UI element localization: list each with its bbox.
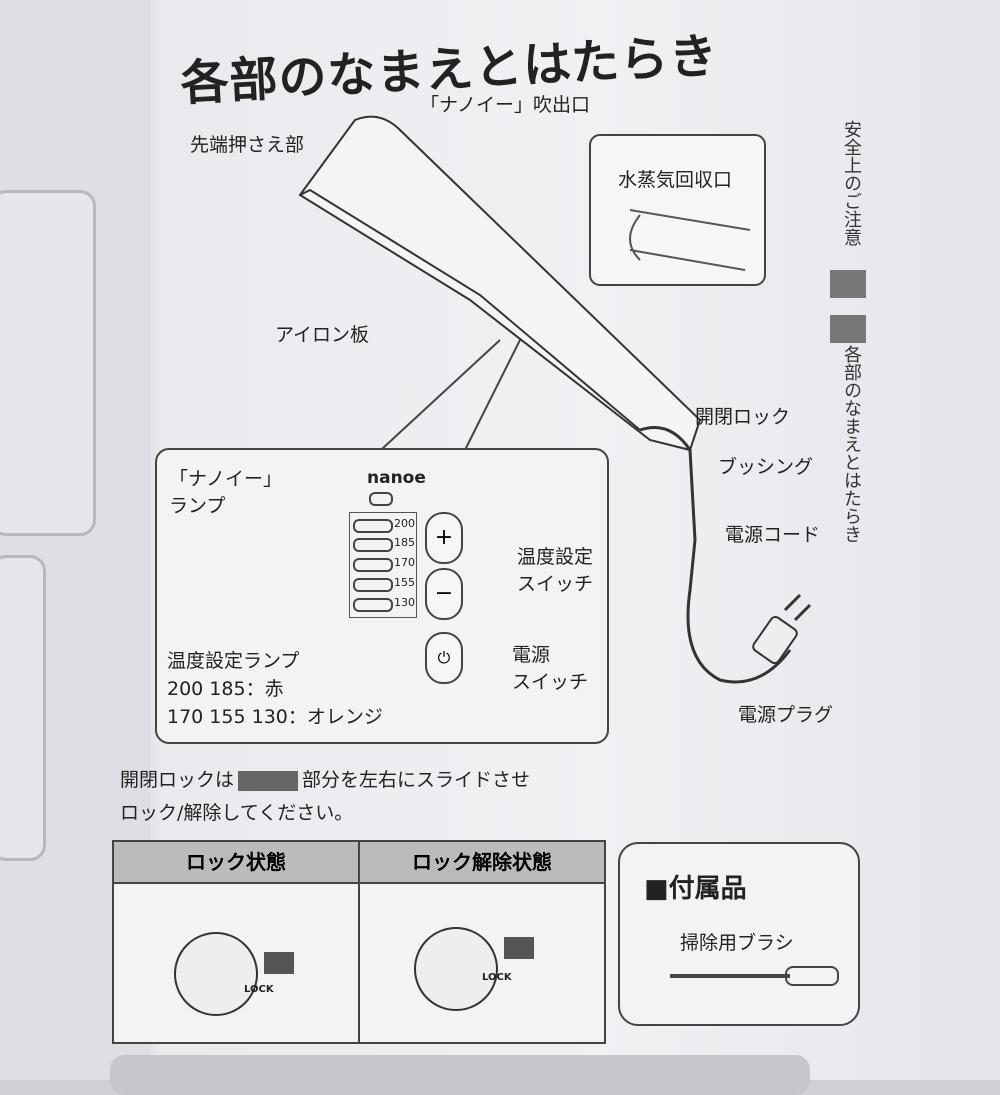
power-button[interactable]: ⏻	[425, 632, 463, 684]
side-tab-marker	[830, 315, 866, 343]
temp-lamp	[353, 519, 393, 533]
temp-switch-label-line2: スイッチ	[517, 573, 594, 595]
lock-slider-illustration	[264, 952, 294, 974]
temp-lamp-group: 200 185 170 155 130	[349, 512, 417, 618]
temp-switch-label-line1: 温度設定	[517, 546, 594, 568]
temp-lamp-red: 200 185：赤	[167, 678, 284, 700]
temp-value: 130	[394, 596, 415, 609]
divider	[358, 842, 360, 1042]
label-open-close-lock: 開閉ロック	[695, 406, 791, 428]
left-page	[0, 0, 150, 1080]
power-switch-label: 電源スイッチ	[512, 640, 588, 694]
lock-note-text: 部分を左右にスライドさせ	[302, 769, 531, 791]
temp-lamp	[353, 578, 393, 592]
power-switch-label-line2: スイッチ	[512, 671, 589, 693]
temp-switch-label: 温度設定スイッチ	[517, 542, 593, 596]
temp-value: 185	[394, 536, 415, 549]
side-tab-parts: 各部のなまえとはたらき	[841, 345, 862, 543]
accessories-heading: ■付属品	[644, 874, 747, 904]
nanoe-logo: nanoe	[367, 468, 426, 488]
lock-part-swatch	[238, 770, 299, 791]
lock-note-text: 開閉ロックは	[120, 769, 235, 791]
brush-handle	[785, 966, 839, 986]
temp-lamp	[353, 598, 393, 612]
temp-value: 200	[394, 517, 415, 530]
accessories-box: ■付属品 掃除用ブラシ	[618, 842, 860, 1026]
nanoe-lamp	[369, 492, 393, 506]
nanoe-lamp-label: 「ナノイー」ランプ	[169, 464, 282, 518]
label-steam-inlet: 水蒸気回収口	[618, 169, 733, 191]
unlocked-header: ロック解除状態	[360, 842, 604, 884]
power-switch-label-line1: 電源	[512, 644, 551, 666]
temp-lamp	[353, 558, 393, 572]
lock-note-line2: ロック/解除してください。	[120, 802, 354, 824]
temp-up-button[interactable]: +	[425, 512, 463, 564]
temp-down-button[interactable]: −	[425, 568, 463, 620]
unlock-lock-text: LOCK	[482, 972, 512, 983]
label-bushing: ブッシング	[718, 456, 814, 478]
control-panel-detail: 「ナノイー」ランプ nanoe 200 185 170 155 130 + − …	[155, 448, 609, 744]
unlock-hinge-illustration	[414, 927, 498, 1011]
temp-lamp-orange: 170 155 130：オレンジ	[167, 706, 383, 728]
label-nanoe-outlet: 「ナノイー」吹出口	[420, 94, 591, 116]
temp-value: 170	[394, 556, 415, 569]
nanoe-lamp-label-line1: 「ナノイー」	[169, 468, 283, 490]
accessory-brush-label: 掃除用ブラシ	[680, 932, 794, 954]
lock-note-line1: 開閉ロックは 部分を左右にスライドさせ	[120, 765, 530, 792]
side-tab-safety: 安全上のご注意	[841, 120, 862, 246]
nanoe-lamp-label-line2: ランプ	[169, 495, 226, 517]
temp-lamp-label: 温度設定ランプ	[167, 650, 300, 672]
lock-state-table: ロック状態 ロック解除状態 LOCK LOCK	[112, 840, 606, 1044]
left-page-box	[0, 555, 46, 861]
brush-illustration	[670, 974, 790, 978]
temp-lamp	[353, 538, 393, 552]
left-page-box	[0, 190, 96, 536]
label-power-cord: 電源コード	[725, 524, 821, 546]
bottom-note-bar	[110, 1055, 810, 1095]
lock-text: LOCK	[244, 984, 274, 995]
temp-value: 155	[394, 576, 415, 589]
unlock-slider-illustration	[504, 937, 534, 959]
lock-hinge-illustration	[174, 932, 258, 1016]
label-iron-plate: アイロン板	[275, 324, 370, 346]
locked-header: ロック状態	[114, 842, 360, 884]
label-tip-presser: 先端押さえ部	[190, 134, 305, 156]
label-power-plug: 電源プラグ	[738, 704, 834, 726]
side-tab-marker	[830, 270, 866, 298]
